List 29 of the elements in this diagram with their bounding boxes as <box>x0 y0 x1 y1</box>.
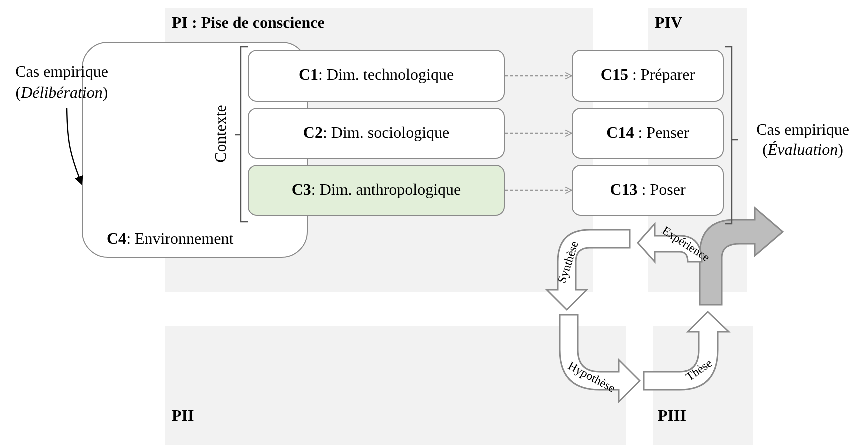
zone-heading: PII <box>172 407 194 427</box>
node-label: C15 : Préparer <box>600 67 696 85</box>
process-box <box>248 50 505 102</box>
step-label: Synthèse <box>555 239 583 285</box>
process-box <box>248 165 505 216</box>
cycle-step-shape <box>547 230 630 310</box>
node-label: C4: Environnement <box>107 231 234 249</box>
node-label: C14 : Penser <box>606 124 690 142</box>
zone-heading: PIV <box>655 14 683 34</box>
cycle-step-shape <box>644 312 729 390</box>
process-box <box>572 165 724 216</box>
arrow <box>505 130 572 138</box>
process-box <box>248 108 505 159</box>
node-label: C1: Dim. technologique <box>298 67 454 85</box>
arrow <box>66 108 84 186</box>
zone-heading: PI : Pise de conscience <box>172 14 325 34</box>
arrow <box>505 186 572 194</box>
node-label: C2: Dim. sociologique <box>303 124 450 142</box>
node-label: C13 : Poser <box>610 182 686 200</box>
arrow <box>505 72 572 80</box>
annotation-text: Cas empirique (Délibération) <box>16 64 108 102</box>
cycle-step-shape <box>560 315 640 402</box>
zone-heading: PIII <box>658 407 686 427</box>
node-label: C3: Dim. anthropologique <box>292 182 462 200</box>
bracket-label: Cas empirique (Évaluation) <box>756 121 850 161</box>
step-label: Thèse <box>682 356 716 384</box>
bracket-label: Contexte <box>212 105 231 163</box>
process-box <box>572 108 724 159</box>
process-box <box>572 50 724 102</box>
